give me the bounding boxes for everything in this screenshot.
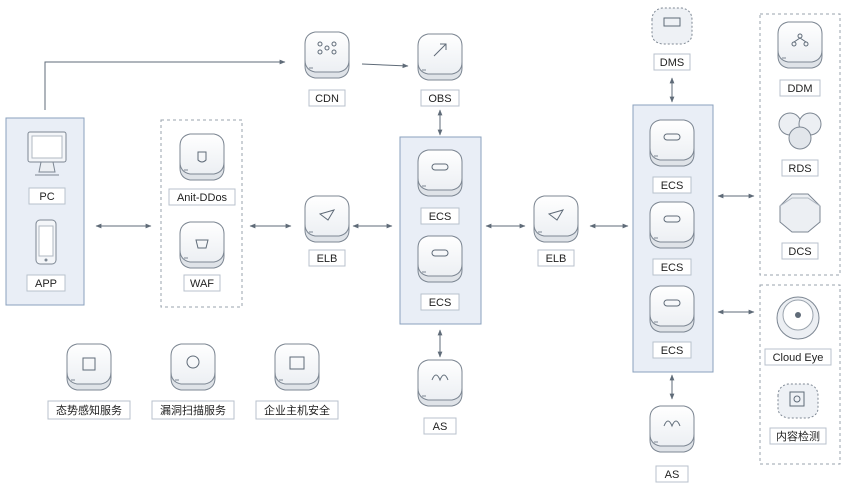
- waf-label-box: [183, 274, 221, 292]
- server-icon: [431, 249, 449, 257]
- rds-icon: [778, 112, 822, 150]
- elb-label: ELB: [317, 253, 338, 265]
- ddm-label-box: [779, 79, 821, 97]
- cloud-eye-label-box: [764, 348, 832, 366]
- ecs-1-label: ECS: [429, 211, 452, 223]
- backend-ecs-1-label-box: [652, 176, 692, 194]
- app-label-box: [26, 274, 66, 292]
- waf-label: WAF: [190, 278, 214, 290]
- cdn-icon: [304, 31, 350, 79]
- elb-2-label-box: [537, 249, 575, 267]
- monitor-zone: [759, 284, 841, 465]
- balancer-icon: [318, 209, 336, 221]
- backend-ecs-2-label-box: [652, 258, 692, 276]
- ecs-1-label-box: [420, 207, 460, 225]
- app-label: APP: [35, 278, 57, 290]
- obs-label-box: [420, 89, 460, 107]
- scaling-icon: [431, 374, 449, 382]
- as-icon: [417, 359, 463, 407]
- elb-2-label: ELB: [546, 253, 567, 265]
- ecs-2-label: ECS: [429, 297, 452, 309]
- pc-to-cdn-arrow: [44, 59, 286, 110]
- cdn-label-box: [308, 89, 346, 107]
- server-icon: [663, 133, 681, 141]
- radar-icon: [186, 355, 200, 369]
- vuln-scan-icon: [170, 343, 216, 391]
- screen-icon: [82, 357, 96, 371]
- cdn-label: CDN: [315, 93, 339, 105]
- server-icon: [663, 299, 681, 307]
- anti-ddos-label: Anit-DDos: [177, 192, 228, 204]
- host-security-label-box: [255, 400, 339, 420]
- rds-label-box: [781, 159, 819, 177]
- obs-label: OBS: [428, 93, 451, 105]
- situation-label: 态势感知服务: [56, 403, 122, 417]
- pc-monitor-icon: [27, 131, 67, 176]
- dcs-label: DCS: [788, 246, 811, 258]
- server-icon: [431, 163, 449, 171]
- ecs-2-label-box: [420, 293, 460, 311]
- dcs-label-box: [781, 242, 819, 260]
- ecs-1-icon: [417, 149, 463, 197]
- phone-icon: [35, 219, 57, 265]
- vuln-scan-label-box: [151, 400, 235, 420]
- backend-ecs-3-icon: [649, 285, 695, 333]
- security-zone: [160, 119, 243, 308]
- as-label: AS: [433, 421, 448, 433]
- situation-awareness-icon: [66, 343, 112, 391]
- upload-arrow-icon: [433, 43, 447, 57]
- ddm-icon: [777, 21, 823, 69]
- pc-label: PC: [39, 191, 54, 203]
- backend-as-label-box: [655, 465, 689, 483]
- host-security-label: 企业主机安全: [264, 403, 330, 417]
- backend-as-label: AS: [665, 469, 680, 481]
- cloud-eye-label: Cloud Eye: [773, 352, 824, 364]
- backend-ecs-3-label: ECS: [661, 345, 684, 357]
- content-check-icon: [777, 383, 819, 419]
- host-icon: [289, 356, 305, 370]
- content-check-label: 内容检测: [776, 429, 820, 443]
- backend-ecs-1-label: ECS: [661, 180, 684, 192]
- data-zone: [759, 13, 841, 276]
- network-icon: [317, 41, 337, 55]
- host-security-icon: [274, 343, 320, 391]
- backend-ecs-3-label-box: [652, 341, 692, 359]
- balancer-icon: [547, 209, 565, 221]
- backend-ecs-2-icon: [649, 201, 695, 249]
- backend-ecs-2-label: ECS: [661, 262, 684, 274]
- backend-as-icon: [649, 405, 695, 453]
- dms-label: DMS: [660, 57, 684, 69]
- anti-ddos-label-box: [168, 188, 236, 206]
- backend-ecs-1-icon: [649, 119, 695, 167]
- firewall-icon: [195, 239, 209, 249]
- dcs-icon: [779, 193, 821, 233]
- cdn-to-obs-arrow: [361, 63, 409, 69]
- dms-label-box: [653, 53, 691, 71]
- shield-icon: [197, 151, 207, 163]
- as-label-box: [423, 417, 457, 435]
- pc-label-box: [28, 187, 66, 205]
- dms-icon: [651, 7, 693, 45]
- cloud-eye-icon: [776, 296, 820, 340]
- obs-icon: [417, 33, 463, 81]
- distribution-icon: [791, 33, 809, 47]
- vuln-scan-label: 漏洞扫描服务: [160, 403, 226, 417]
- ecs-2-icon: [417, 235, 463, 283]
- anti-ddos-icon: [179, 133, 225, 181]
- waf-icon: [179, 221, 225, 269]
- rds-label: RDS: [788, 163, 811, 175]
- scaling-icon: [663, 420, 681, 428]
- content-check-label-box: [769, 427, 827, 445]
- ddm-label: DDM: [787, 83, 812, 95]
- situation-label-box: [47, 400, 131, 420]
- elb-label-box: [308, 249, 346, 267]
- server-icon: [663, 215, 681, 223]
